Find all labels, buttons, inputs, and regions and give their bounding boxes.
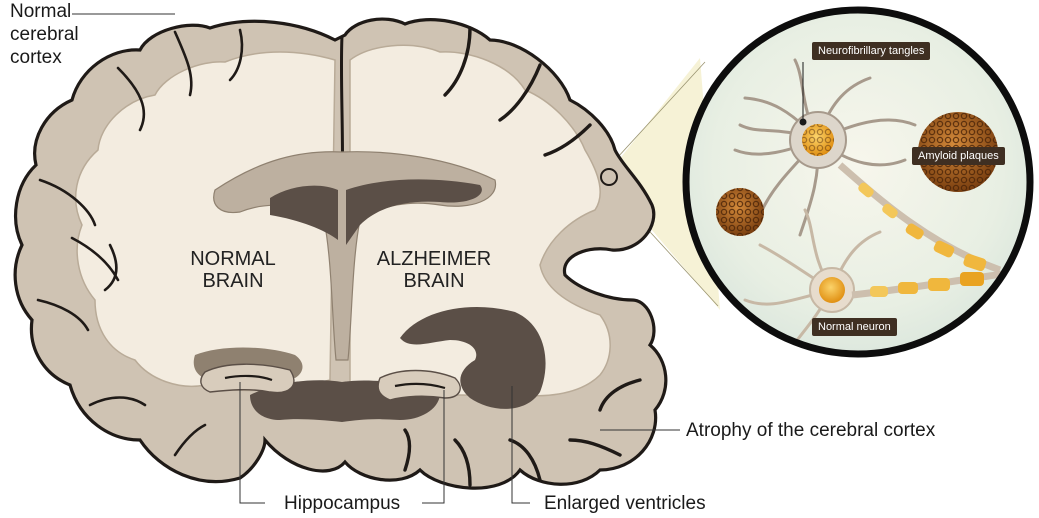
normal-cortex-line-1: Normal: [10, 0, 79, 23]
normal-neuron-nucleus: [819, 277, 845, 303]
normal-neuron-tag: Normal neuron: [812, 318, 897, 336]
normal-cortex-line-3: cortex: [10, 46, 79, 69]
normal-cortex-line-2: cerebral: [10, 23, 79, 46]
alzheimer-brain-label: ALZHEIMER BRAIN: [366, 248, 502, 292]
tangle-nucleus-texture: [802, 124, 834, 156]
normal-brain-line-1: NORMAL: [178, 248, 288, 270]
atrophy-label: Atrophy of the cerebral cortex: [686, 419, 935, 442]
alzheimer-brain-line-2: BRAIN: [366, 270, 502, 292]
normal-cortex-label: Normal cerebral cortex: [10, 0, 79, 69]
normal-brain-label: NORMAL BRAIN: [178, 248, 288, 292]
tangles-leader-dot: [800, 119, 807, 126]
hippocampus-right: [378, 371, 460, 401]
enlarged-ventricles-label: Enlarged ventricles: [544, 492, 706, 515]
amyloid-plaques-tag: Amyloid plaques: [912, 147, 1005, 165]
brain-section: [15, 19, 666, 488]
amyloid-plaque-small: [716, 188, 764, 236]
magnified-inset: [686, 10, 1030, 354]
normal-brain-line-2: BRAIN: [178, 270, 288, 292]
hippocampus-label: Hippocampus: [284, 492, 400, 515]
neurofibrillary-tangles-tag: Neurofibrillary tangles: [812, 42, 930, 60]
alzheimer-brain-line-1: ALZHEIMER: [366, 248, 502, 270]
hippocampus-left: [194, 348, 303, 393]
